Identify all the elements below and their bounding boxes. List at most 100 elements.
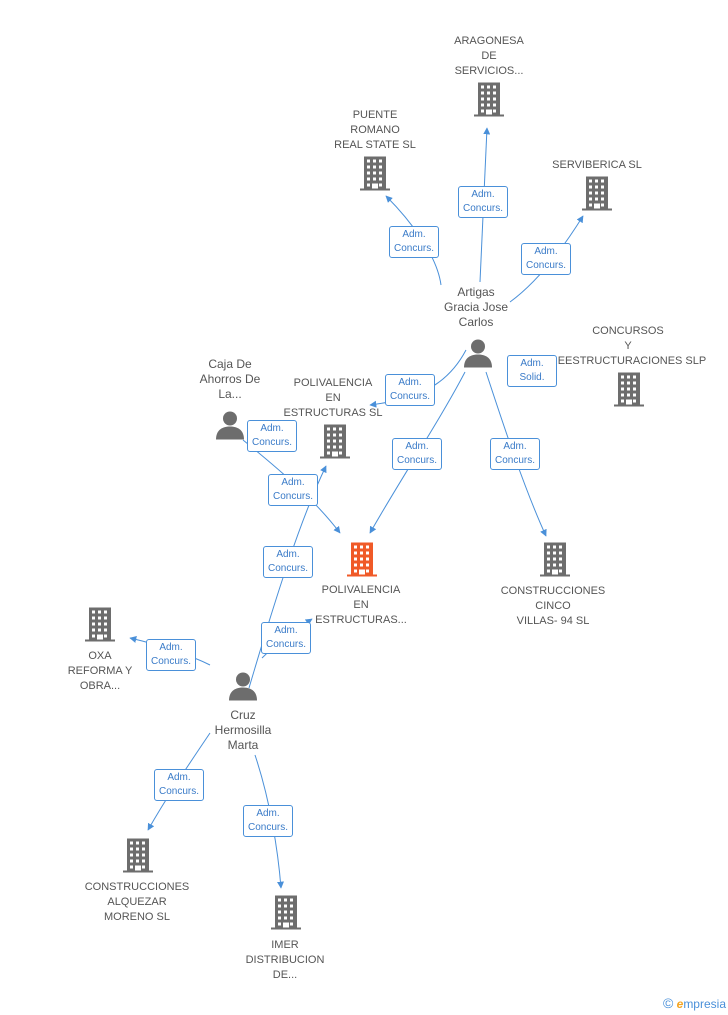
company-icon[interactable] — [540, 542, 570, 582]
node-label-line: ESTRUCTURAS... — [315, 614, 407, 626]
relation-badge-line: Adm. — [405, 441, 429, 452]
relation-badge-line: Adm. — [260, 423, 284, 434]
node-label-line: REAL STATE SL — [334, 139, 416, 151]
relation-badge-line: Adm. — [276, 549, 300, 560]
relation-badge[interactable]: Adm. Concurs. — [247, 420, 297, 452]
node-label-line: REFORMA Y — [67, 665, 133, 677]
node-label-line: Caja De — [208, 357, 252, 371]
relation-badge-line: Concurs. — [463, 203, 504, 214]
relation-badge-line: Concurs. — [159, 786, 200, 797]
relation-badge[interactable]: Adm. Concurs. — [146, 639, 196, 671]
company-icon[interactable] — [271, 895, 301, 935]
node-label-line: La... — [218, 387, 242, 401]
node-label-line: CONSTRUCCIONES — [84, 881, 190, 893]
relation-badge-line: Concurs. — [526, 260, 567, 271]
relation-badge[interactable]: Adm. Concurs. — [385, 374, 435, 406]
relation-badge-line: Adm. — [167, 772, 191, 783]
relation-badge-line: Concurs. — [268, 563, 309, 574]
brand-footer: © empresia — [663, 995, 726, 1011]
relation-badge-line: Adm. — [159, 642, 183, 653]
relation-badge-line: Concurs. — [397, 455, 438, 466]
relation-badge[interactable]: Adm. Concurs. — [389, 226, 439, 258]
relation-badge[interactable]: Adm. Concurs. — [154, 769, 204, 801]
relation-badge-line: Adm. — [256, 808, 280, 819]
person-icon[interactable] — [215, 410, 245, 445]
person-icon[interactable] — [463, 338, 493, 373]
node-label-line: IMER — [271, 939, 299, 951]
relation-badge[interactable]: Adm. Concurs. — [521, 243, 571, 275]
company-icon[interactable] — [123, 838, 153, 878]
relation-badge-line: Concurs. — [273, 491, 314, 502]
node-label-line: Gracia Jose — [443, 300, 509, 314]
node-label-line: PUENTE — [352, 109, 398, 121]
relation-badge-line: Solid. — [519, 372, 545, 383]
node-label-line: ROMANO — [350, 124, 400, 136]
node-label-imer[interactable]: IMER DISTRIBUCION DE... — [246, 938, 325, 983]
company-icon[interactable] — [582, 176, 612, 216]
node-label-puente[interactable]: PUENTE ROMANO REAL STATE SL — [334, 108, 416, 153]
relation-badge-line: Adm. — [274, 625, 298, 636]
node-label-line: Cruz — [230, 708, 256, 722]
relation-badge-line: Adm. — [520, 358, 544, 369]
node-label-line: CONCURSOS — [592, 325, 664, 337]
relation-badge[interactable]: Adm. Concurs. — [263, 546, 313, 578]
relation-badge-line: Adm. — [503, 441, 527, 452]
node-label-serviberica[interactable]: SERVIBERICA SL — [552, 158, 642, 173]
company-icon[interactable] — [360, 156, 390, 196]
relation-badge-line: Adm. — [402, 229, 426, 240]
node-label-line: DISTRIBUCION — [245, 954, 325, 966]
node-label-line: ALQUEZAR — [107, 896, 167, 908]
person-icon[interactable] — [228, 671, 258, 706]
relation-badge[interactable]: Adm. Solid. — [507, 355, 557, 387]
node-label-line: SERVIBERICA SL — [552, 159, 642, 171]
node-label-line: Marta — [227, 738, 259, 752]
relation-badge-line: Concurs. — [390, 391, 431, 402]
company-icon[interactable] — [474, 82, 504, 122]
node-label-line: Hermosilla — [214, 723, 272, 737]
node-label-line: Artigas — [457, 285, 495, 299]
node-label-line: CINCO — [535, 600, 571, 612]
node-label-line: CONSTRUCCIONES — [500, 585, 606, 597]
relation-badge[interactable]: Adm.Concurs. — [458, 186, 508, 218]
company-icon[interactable] — [614, 372, 644, 412]
relation-badge-line: Concurs. — [151, 656, 192, 667]
brand-initial: e — [676, 997, 684, 1011]
company-icon[interactable] — [85, 607, 115, 647]
node-label-line: DE... — [272, 969, 298, 981]
node-label-line: POLIVALENCIA — [293, 377, 373, 389]
node-label-line: Carlos — [458, 315, 494, 329]
relation-badge[interactable]: Adm. Concurs. — [268, 474, 318, 506]
node-label-line: EN — [325, 392, 341, 404]
relation-badge-line: Adm. — [398, 377, 422, 388]
relation-badge-line: Concurs. — [394, 243, 435, 254]
relation-badge[interactable]: Adm. Concurs. — [243, 805, 293, 837]
relation-badge-line: Concurs. — [248, 822, 289, 833]
relation-badge[interactable]: Adm. Concurs. — [261, 622, 311, 654]
copyright-icon: © — [662, 995, 674, 1011]
focus-company-icon[interactable] — [347, 542, 377, 582]
brand-name: mpresia — [683, 997, 726, 1011]
relation-badge-line: Adm. — [534, 246, 558, 257]
company-icon[interactable] — [320, 424, 350, 464]
relation-badge-line: Adm. — [281, 477, 305, 488]
node-label-line: DE — [481, 50, 497, 62]
relation-badge[interactable]: Adm. Concurs. — [392, 438, 442, 470]
relation-badge-line: Concurs. — [266, 639, 307, 650]
relation-badge-line: Concurs. — [252, 437, 293, 448]
node-label-line: POLIVALENCIA — [321, 584, 401, 596]
node-label-line: REESTRUCTURACIONES SLP — [549, 355, 707, 367]
node-label-line: OXA — [88, 650, 112, 662]
node-label-line: ARAGONESA — [454, 35, 524, 47]
relation-badge[interactable]: Adm. Concurs. — [490, 438, 540, 470]
relation-badge-line: Concurs. — [495, 455, 536, 466]
